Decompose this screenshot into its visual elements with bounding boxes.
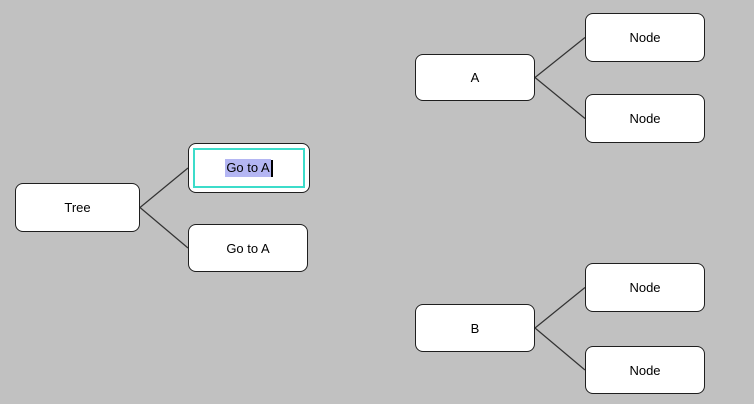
node-label: Node [629, 280, 661, 295]
node-b[interactable]: B [415, 304, 535, 352]
link-tree-child2 [139, 207, 189, 249]
link-b-child2 [534, 327, 586, 371]
node-b-child-2[interactable]: Node [585, 346, 705, 394]
node-label: Node [629, 30, 661, 45]
node-a-child-1[interactable]: Node [585, 13, 705, 62]
node-a-child-2[interactable]: Node [585, 94, 705, 143]
node-label: B [470, 320, 480, 336]
inline-text-editor[interactable]: Go to A [193, 148, 305, 188]
node-tree[interactable]: Tree [15, 183, 140, 232]
node-b-child-1[interactable]: Node [585, 263, 705, 312]
node-label: Node [629, 111, 661, 126]
node-label: A [470, 70, 480, 85]
node-label: Tree [64, 200, 91, 215]
selected-text[interactable]: Go to A [225, 159, 271, 177]
node-label: Go to A [226, 240, 270, 256]
node-a[interactable]: A [415, 54, 535, 101]
link-a-child1 [534, 37, 586, 78]
link-tree-child1 [139, 167, 189, 208]
text-caret [270, 159, 273, 177]
node-go-to-a[interactable]: Go to A [188, 224, 308, 272]
node-label: Node [629, 362, 661, 378]
link-b-child1 [534, 287, 586, 329]
link-a-child2 [534, 77, 586, 119]
node-go-to-a-editing[interactable]: Go to A [188, 143, 310, 193]
